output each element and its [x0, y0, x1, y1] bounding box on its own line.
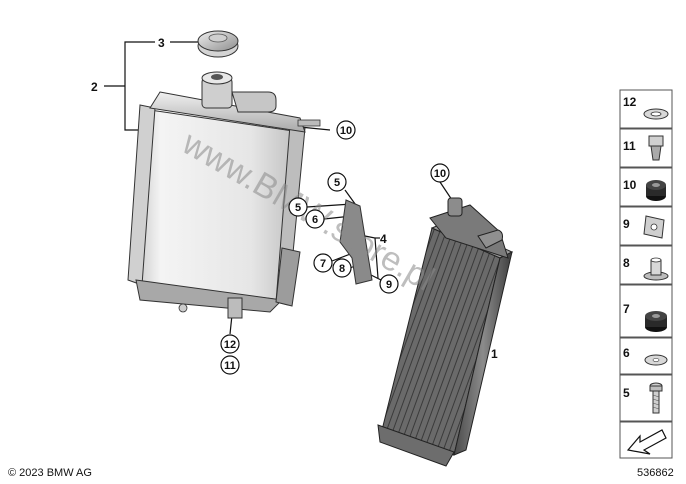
svg-text:11: 11 — [224, 360, 236, 372]
svg-text:11: 11 — [623, 139, 636, 153]
speed-nut-icon — [643, 215, 665, 239]
legend-row-11: 11 — [619, 128, 673, 168]
label-part-2: 2 — [91, 80, 98, 94]
legend-row-12: 12 — [619, 89, 673, 129]
legend-row-8: 8 — [619, 245, 673, 285]
svg-text:8: 8 — [339, 263, 345, 275]
legend-row-7: 7 — [619, 284, 673, 338]
callout-8: 8 — [332, 258, 352, 278]
radiator-cap — [197, 30, 239, 58]
direction-arrow-icon — [626, 429, 667, 455]
callout-5-lower: 5 — [288, 197, 308, 217]
label-part-4: 4 — [380, 232, 387, 246]
callout-5-upper: 5 — [327, 172, 347, 192]
callout-11: 11 — [220, 355, 240, 375]
svg-text:9: 9 — [386, 279, 392, 291]
callout-6: 6 — [305, 209, 325, 229]
svg-text:5: 5 — [334, 177, 340, 189]
svg-text:6: 6 — [623, 346, 630, 360]
callout-10-right: 10 — [430, 163, 450, 183]
callout-10-top: 10 — [336, 120, 356, 140]
mounting-bracket — [275, 199, 373, 307]
label-part-1: 1 — [491, 347, 498, 361]
svg-text:7: 7 — [320, 258, 326, 270]
svg-text:7: 7 — [623, 302, 630, 316]
rubber-mount-icon — [645, 311, 667, 332]
svg-text:5: 5 — [623, 386, 630, 400]
legend-row-9: 9 — [619, 206, 673, 246]
right-radiator — [377, 197, 514, 467]
callout-9: 9 — [379, 274, 399, 294]
legend-row-6: 6 — [619, 337, 673, 375]
svg-text:10: 10 — [434, 168, 446, 180]
svg-text:12: 12 — [224, 339, 236, 351]
callout-7: 7 — [313, 253, 333, 273]
copyright: © 2023 BMW AG — [8, 467, 92, 479]
svg-text:10: 10 — [623, 178, 637, 192]
legend-arrow-box — [619, 421, 673, 459]
callout-12: 12 — [220, 334, 240, 354]
legend-row-10: 10 — [619, 167, 673, 207]
svg-text:6: 6 — [312, 214, 318, 226]
svg-text:8: 8 — [623, 256, 630, 270]
rubber-grommet-icon — [648, 135, 664, 161]
parts-legend: 12 11 10 9 — [619, 89, 673, 459]
label-part-3: 3 — [158, 36, 165, 50]
svg-text:12: 12 — [623, 95, 637, 109]
svg-text:10: 10 — [340, 125, 352, 137]
svg-text:9: 9 — [623, 217, 630, 231]
screw-icon — [649, 382, 663, 414]
diagram-number: 536862 — [637, 467, 674, 479]
svg-text:5: 5 — [295, 202, 301, 214]
legend-row-5: 5 — [619, 374, 673, 422]
rubber-mount-icon — [646, 180, 666, 201]
bushing-icon — [643, 257, 669, 281]
